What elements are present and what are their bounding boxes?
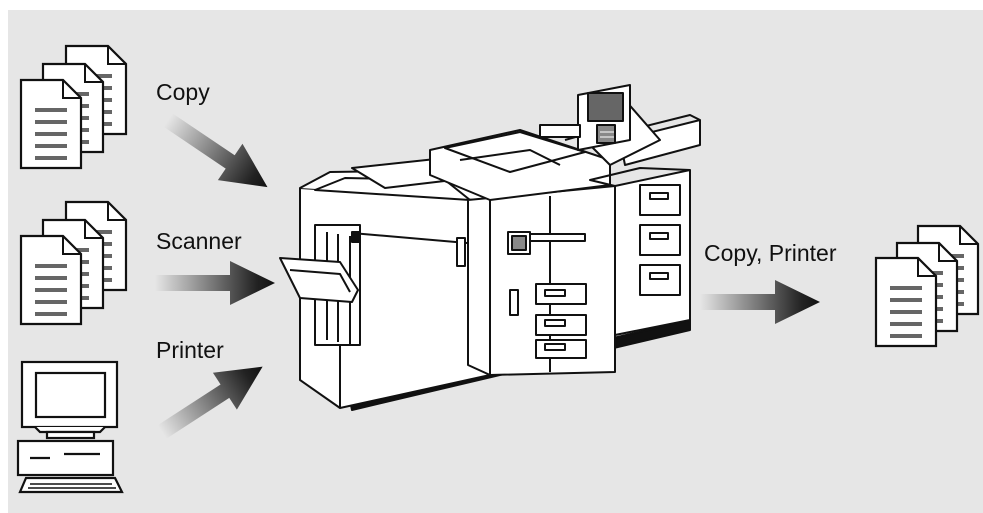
output-arrow-icon (700, 280, 820, 324)
copy-documents-icon (19, 44, 128, 170)
printer-label: Printer (156, 337, 224, 363)
scanner-label: Scanner (156, 228, 242, 254)
scanner-arrow-icon (155, 261, 275, 305)
multifunction-copier-icon (279, 84, 701, 411)
output-documents-icon (874, 224, 980, 348)
copy-label: Copy (156, 79, 210, 105)
scanner-documents-icon (19, 200, 128, 326)
computer-icon (16, 360, 124, 494)
output-label: Copy, Printer (704, 240, 837, 266)
copy-arrow-icon (155, 101, 280, 206)
